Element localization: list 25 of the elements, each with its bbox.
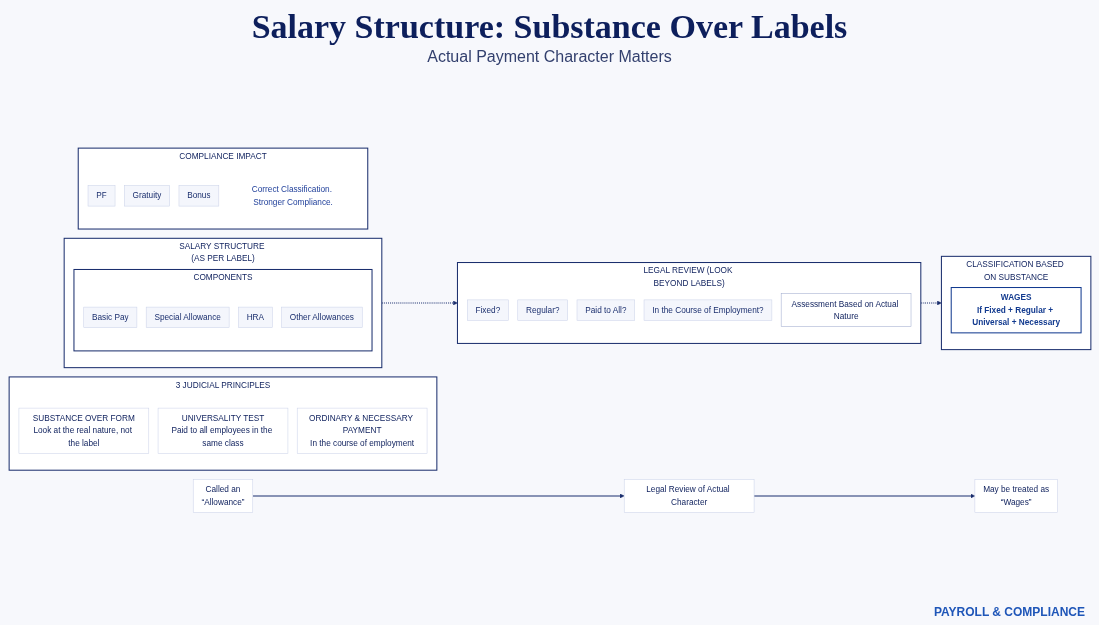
node-box: Gratuity [123,184,170,207]
arrow [753,493,975,498]
node-box: Fixed? [466,299,509,321]
node-box: May be treated as “Wages” [974,478,1058,513]
title: Salary Structure: Substance Over Labels [250,8,849,46]
node-box: Legal Review of Actual Character [623,478,754,513]
arrow [251,493,624,498]
node-box: Called an “Allowance” [192,478,253,513]
node-box: Regular? [517,299,568,321]
node-text: Correct Classification. Stronger Compliance. [251,184,333,206]
node-box: WAGES If Fixed + Regular + Universal + Necessary [950,286,1082,334]
node-box: UNIVERSALITY TEST Paid to all employees in the same class [157,407,288,454]
node-box: Basic Pay [83,306,137,328]
node-box: Bonus [178,184,219,207]
node-box: In the Course of Employment? [643,299,772,321]
subtitle: Actual Payment Character Matters [426,48,673,66]
node-box: Paid to All? [576,299,635,321]
node-box: HRA [237,306,273,328]
document-heading: PAYROLL & COMPLIANCE [933,605,1085,619]
node-box: PF [87,184,115,207]
node-box: Assessment Based on Actual Nature [780,293,911,327]
node-box: ORDINARY & NECESSARY PAYMENT In the course of employment [296,407,427,454]
node-box: Special Allowance [145,306,229,328]
node-box: SUBSTANCE OVER FORM Look at the real nature, not the label [18,407,149,454]
node-box: Other Allowances [280,306,362,328]
